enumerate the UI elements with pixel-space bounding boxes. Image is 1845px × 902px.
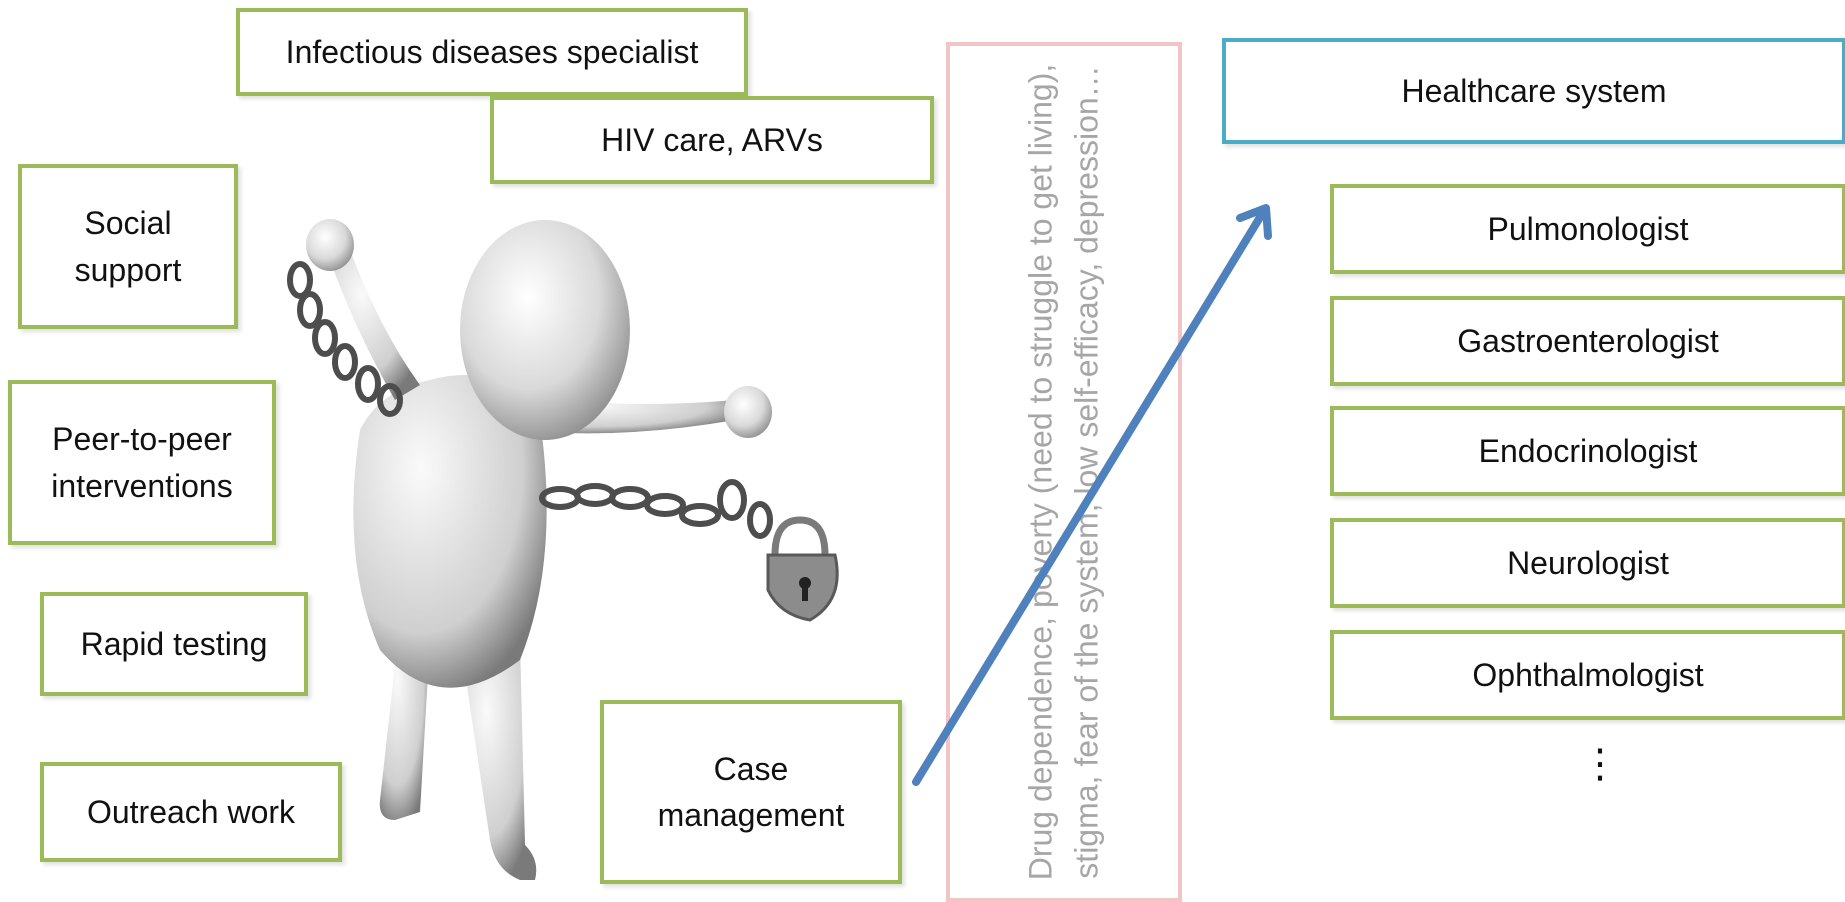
label-hiv-care: HIV care, ARVs [601, 121, 823, 158]
label-outreach-work: Outreach work [86, 793, 296, 830]
label-social-support: Social support [74, 205, 182, 288]
label-endocrinologist: Endocrinologist [1478, 432, 1698, 469]
label-case-management: Case management [657, 750, 845, 833]
box-hiv-care: HIV care, ARVs [490, 96, 934, 184]
box-rapid-testing: Rapid testing [40, 592, 308, 696]
label-gastroenterologist: Gastroenterologist [1457, 322, 1719, 359]
label-neurologist: Neurologist [1507, 544, 1669, 581]
label-peer-to-peer-interventions: Peer-to-peer interventions [51, 421, 233, 504]
box-healthcare-system: Healthcare system [1222, 38, 1845, 144]
label-rapid-testing: Rapid testing [80, 625, 268, 662]
box-case-management: Case management [600, 700, 902, 884]
box-social-support: Social support [18, 164, 238, 329]
box-gastroenterologist: Gastroenterologist [1330, 296, 1845, 386]
box-infectious-diseases-specialist: Infectious diseases specialist [236, 8, 748, 96]
box-endocrinologist: Endocrinologist [1330, 406, 1845, 496]
box-outreach-work: Outreach work [40, 762, 342, 862]
label-infectious-diseases-specialist: Infectious diseases specialist [285, 33, 699, 70]
box-ophthalmologist: Ophthalmologist [1330, 630, 1845, 720]
label-ophthalmologist: Ophthalmologist [1472, 656, 1704, 693]
barriers-box: Drug dependence, poverty (need to strugg… [946, 42, 1182, 902]
label-healthcare-system: Healthcare system [1401, 72, 1667, 109]
label-pulmonologist: Pulmonologist [1487, 210, 1689, 247]
more-specialists-ellipsis: ⋮ [1580, 742, 1620, 786]
box-neurologist: Neurologist [1330, 518, 1845, 608]
box-peer-to-peer-interventions: Peer-to-peer interventions [8, 380, 276, 545]
box-pulmonologist: Pulmonologist [1330, 184, 1845, 274]
